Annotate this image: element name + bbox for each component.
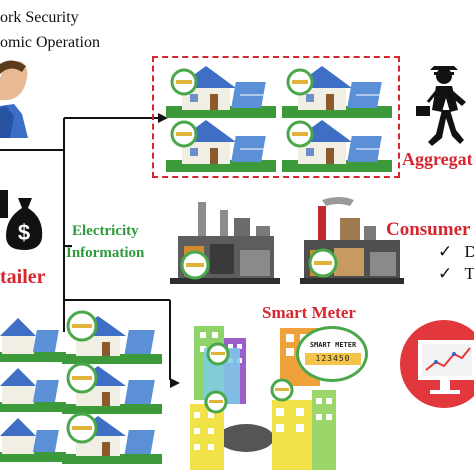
aggregator-businessman-icon [416, 66, 466, 146]
arrow-smart-meter-icon [170, 378, 180, 388]
smart-meter-gauge-icon [180, 250, 210, 280]
smart-city-buildings-icon [190, 326, 336, 470]
consumer-item-1: D [464, 242, 474, 261]
operator-title-line2: omic Operation [0, 34, 100, 51]
electricity-label-line2: Information [66, 245, 145, 261]
factory-icon [170, 202, 280, 284]
operator-title-line1: ork Security [0, 9, 79, 26]
house-icon [0, 318, 66, 362]
money-symbol: $ [18, 220, 30, 245]
smart-meter-display-digits: 123450 [305, 353, 361, 365]
consumer-item-2: T [464, 264, 474, 283]
aggregator-group-box [152, 56, 400, 178]
house-icon [0, 418, 66, 462]
aggregator-label: Aggregat [402, 149, 473, 169]
consumer-check-1: ✓ D [438, 242, 474, 262]
house-icon [0, 368, 66, 412]
smart-meter-gauge-icon [286, 68, 314, 96]
smart-meter-label: Smart Meter [262, 303, 356, 322]
retailer-label: tailer [0, 266, 46, 288]
check-icon: ✓ [438, 242, 453, 261]
smart-meter-display-title: SMART METER [309, 341, 357, 349]
arrow-aggregator-icon [158, 113, 168, 123]
smart-meter-gauge-icon [66, 412, 98, 444]
electricity-label-line1: Electricity [72, 223, 139, 239]
money-bag-icon: $ [0, 190, 43, 250]
check-icon: ✓ [438, 264, 453, 283]
analytics-monitor-icon [400, 320, 474, 408]
smart-meter-display: SMART METER 123450 [296, 326, 368, 382]
consumer-check-2: ✓ T [438, 264, 474, 284]
smart-meter-gauge-icon [170, 120, 198, 148]
smart-meter-gauge-icon [66, 310, 98, 342]
smart-meter-gauge-icon [66, 362, 98, 394]
smart-meter-gauge-icon [286, 120, 314, 148]
consumer-label: Consumer [386, 219, 471, 240]
smart-meter-gauge-icon [308, 248, 338, 278]
house-icon [282, 66, 392, 118]
operator-avatar-icon [0, 60, 28, 138]
smart-meter-gauge-icon [170, 68, 198, 96]
